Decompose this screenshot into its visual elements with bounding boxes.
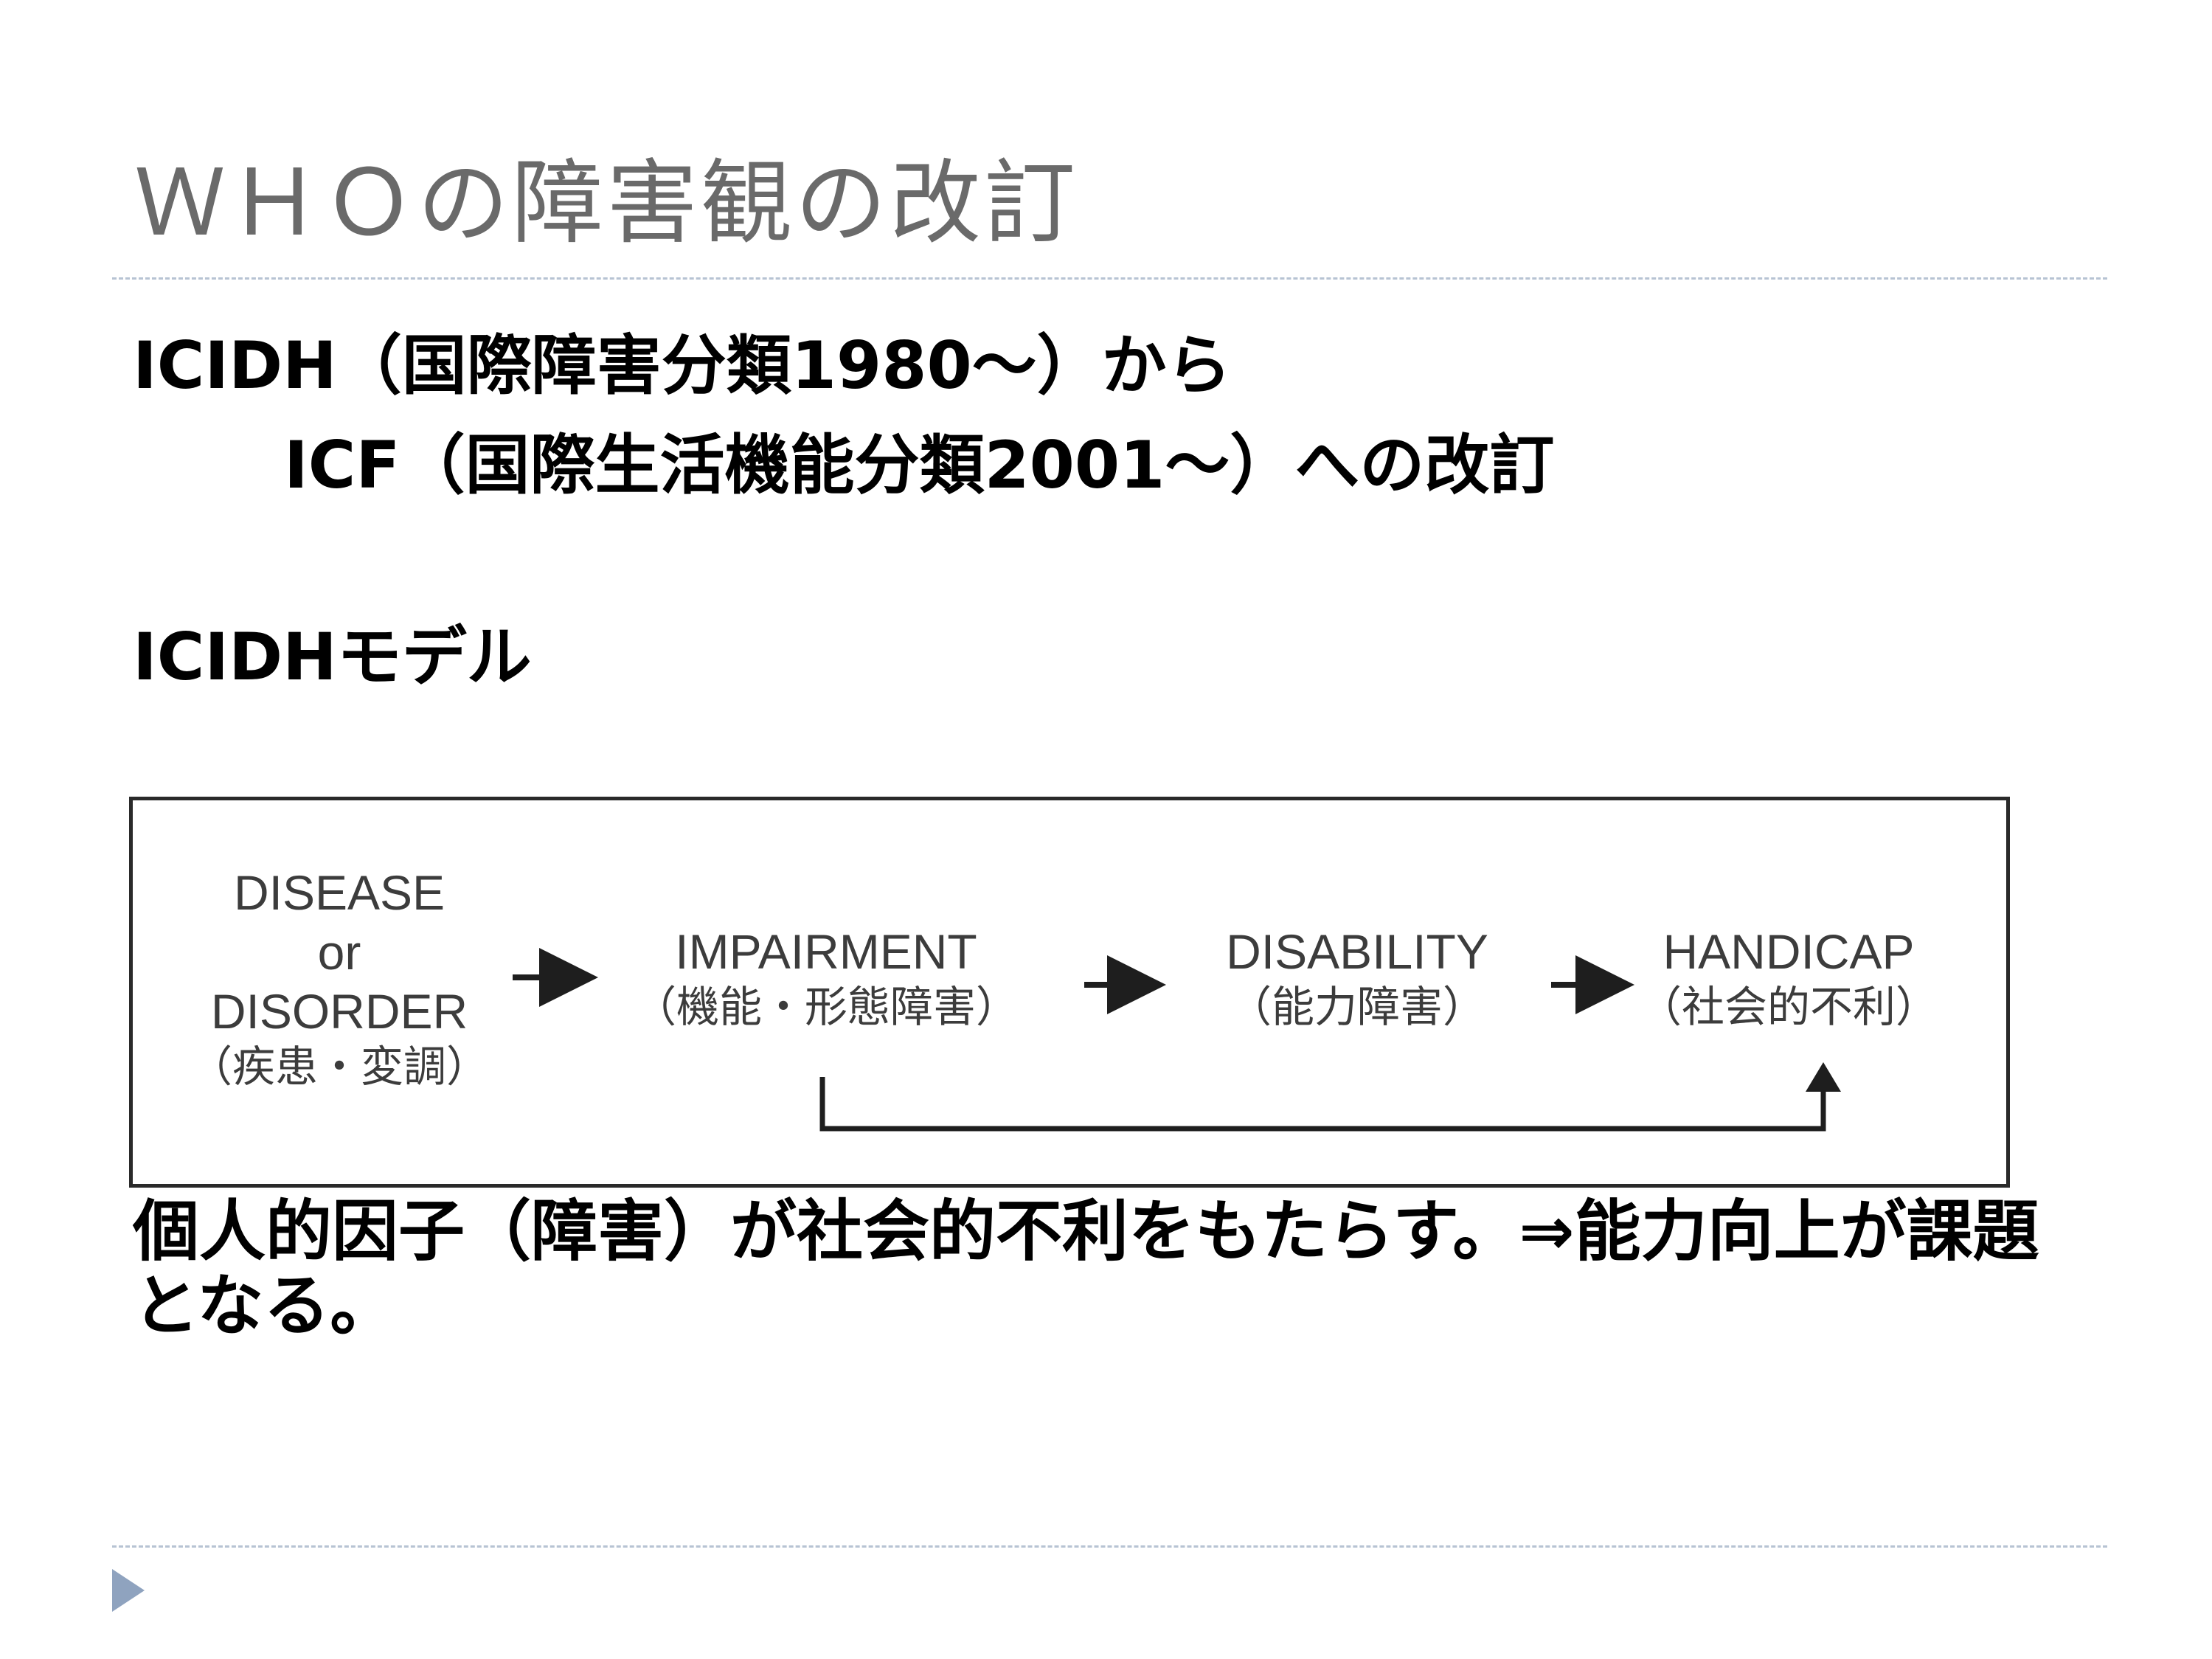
node-disease-label-1: DISEASE <box>233 865 445 920</box>
title-divider <box>112 277 2107 280</box>
summary-note: 個人的因子（障害）が社会的不利をもたらす。⇒能力向上が課題となる。 <box>133 1193 2039 1345</box>
node-handicap-jp: （社会的不利） <box>1638 983 1938 1031</box>
node-impairment: IMPAIRMENT （機能・形態障害） <box>605 922 1047 1033</box>
slide-title: ＷＨＯの障害観の改訂 <box>134 150 1079 257</box>
node-disease-label-3: DISORDER <box>210 984 468 1039</box>
node-impairment-jp: （機能・形態障害） <box>633 983 1019 1031</box>
node-disease-label-2: or <box>317 924 361 980</box>
footer-divider <box>112 1545 2107 1548</box>
slide-bullet-icon <box>112 1569 145 1612</box>
icidh-line: ICIDH（国際障害分類1980～）から <box>133 328 1232 404</box>
node-handicap-label: HANDICAP <box>1663 924 1915 979</box>
node-disability-label: DISABILITY <box>1226 924 1488 979</box>
icf-line: ICF（国際生活機能分類2001～）への改訂 <box>284 427 1555 503</box>
node-disease: DISEASE or DISORDER （疾患・変調） <box>177 863 502 1093</box>
node-impairment-label: IMPAIRMENT <box>675 924 977 979</box>
node-handicap: HANDICAP （社会的不利） <box>1604 922 1973 1033</box>
icidh-model-heading: ICIDHモデル <box>133 619 532 695</box>
diagram-connectors <box>513 948 1841 1132</box>
node-disability-jp: （能力障害） <box>1228 983 1485 1031</box>
arrow-impairment-to-handicap <box>819 1062 1841 1132</box>
icidh-model-diagram: DISEASE or DISORDER （疾患・変調） IMPAIRMENT （… <box>129 797 2010 1188</box>
node-disease-jp: （疾患・変調） <box>189 1042 489 1091</box>
node-disability: DISABILITY （能力障害） <box>1180 922 1534 1033</box>
